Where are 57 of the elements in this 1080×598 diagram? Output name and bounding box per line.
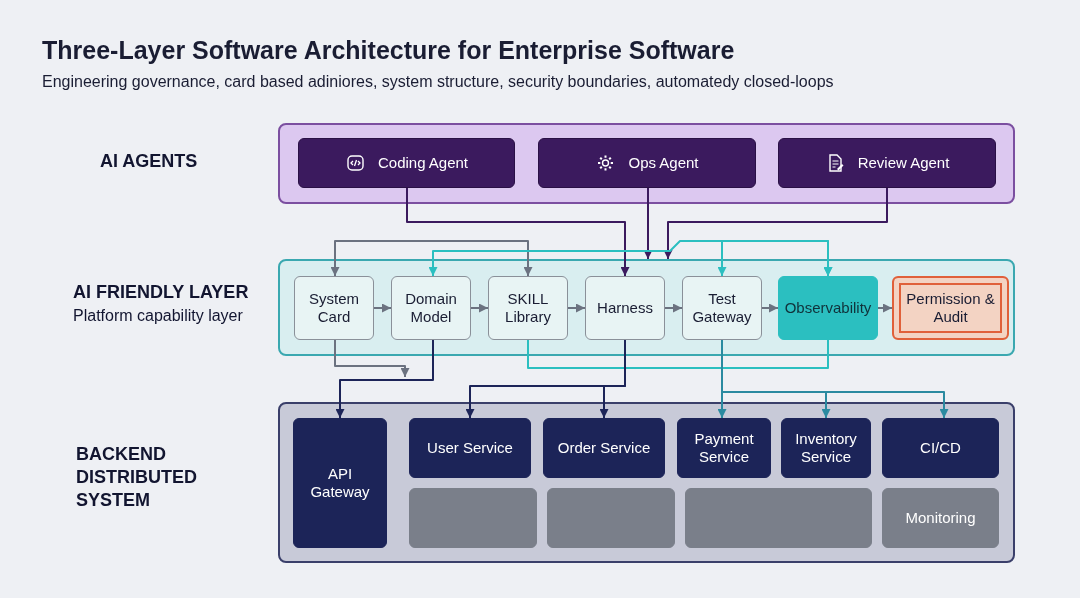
layer-heading: BACKEND DISTRIBUTED SYSTEM (76, 443, 198, 512)
node-label: Inventory Service (794, 430, 858, 466)
node-label: System Card (308, 290, 360, 326)
layer-heading: AI FRIENDLY LAYER (73, 281, 250, 304)
connector-line (527, 339, 829, 369)
node-label: Coding Agent (377, 154, 469, 172)
node-label: Ops Agent (628, 154, 699, 172)
service-box (293, 418, 387, 548)
component-box (294, 276, 374, 340)
arrow (406, 187, 630, 277)
component-box (682, 276, 762, 340)
service-box (882, 418, 999, 478)
node-label: Domain Model (404, 290, 458, 326)
arrow (334, 339, 410, 378)
component-box (778, 276, 878, 340)
node-label: Observability (784, 299, 872, 317)
service-box (677, 418, 771, 478)
node-label: Review Agent (857, 154, 950, 172)
component-box (391, 276, 471, 340)
arrow (761, 303, 779, 313)
service-box (409, 418, 531, 478)
arrow (663, 187, 888, 260)
empty-box (685, 488, 872, 548)
layer-subheading: Platform capability layer (73, 307, 244, 325)
arrow (470, 303, 489, 313)
arrow (335, 339, 434, 419)
arrow (567, 303, 586, 313)
arrow (643, 187, 653, 260)
service-box (543, 418, 665, 478)
node-label: Test Gateway (691, 290, 753, 326)
node-label: Monitoring (905, 509, 976, 527)
layer-heading: AI AGENTS (100, 150, 199, 173)
node-label: User Service (427, 439, 513, 457)
agent-box (298, 138, 515, 188)
component-box (488, 276, 568, 340)
node-label: CI/CD (920, 439, 961, 457)
arrow (373, 303, 392, 313)
node-label: Permission & Audit (905, 290, 996, 326)
arrow (717, 240, 833, 277)
service-box (781, 418, 871, 478)
agent-box (778, 138, 996, 188)
node-label: Payment Service (693, 430, 755, 466)
empty-box (547, 488, 675, 548)
node-label: Order Service (557, 439, 651, 457)
component-box (892, 276, 1009, 340)
arrow (877, 303, 893, 313)
agent-box (538, 138, 756, 188)
arrow (330, 240, 533, 277)
title: Three-Layer Software Architecture for Enterprise Software (42, 36, 735, 65)
arrow (664, 303, 683, 313)
node-label: API Gateway (309, 465, 371, 501)
node-label: Harness (597, 299, 653, 317)
subtitle: Engineering governance, card based adiniores, system structure, security boundaries, automatedy closed-loops (42, 73, 834, 91)
component-box (585, 276, 665, 340)
node-label: SKILL Library (504, 290, 552, 326)
empty-box (409, 488, 537, 548)
infrastructure-box (882, 488, 999, 548)
